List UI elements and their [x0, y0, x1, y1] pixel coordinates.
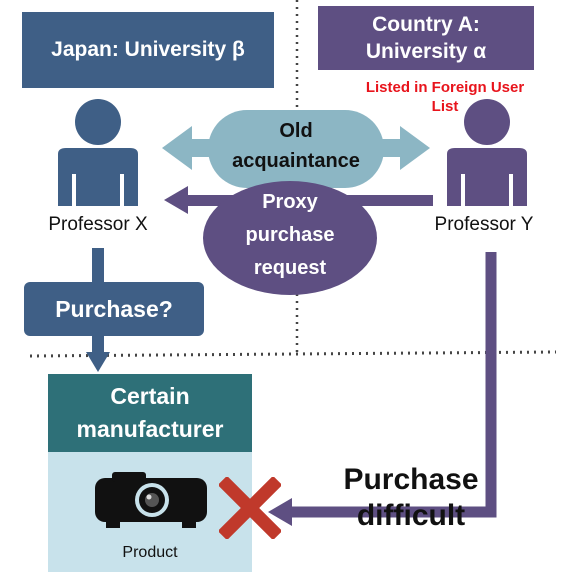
- professor-y-name: Professor Y: [434, 214, 534, 235]
- old-acquaintance-text: Old acquaintance: [208, 116, 384, 176]
- proxy-request-text: Proxy purchase request: [203, 186, 377, 285]
- foreign-user-list-note: Listed in Foreign User List: [330, 78, 560, 116]
- request-line2: purchase: [245, 224, 335, 246]
- request-line3: request: [253, 257, 327, 279]
- country-a-line2: University α: [365, 40, 487, 63]
- x-cross-icon: [219, 477, 281, 539]
- foreign-user-note-line2: List: [431, 98, 459, 115]
- professor-x-name: Professor X: [48, 214, 148, 235]
- purchase-question-box: Purchase?: [24, 282, 204, 336]
- blocked-line2: difficult: [356, 499, 466, 532]
- foreign-user-note-line1: Listed in Foreign User: [365, 79, 525, 96]
- request-line1: Proxy: [262, 191, 318, 213]
- country-a-university-label: Country A: University α: [318, 6, 534, 70]
- acquaintance-line1: Old: [279, 120, 313, 142]
- country-a-line1: Country A:: [372, 13, 480, 36]
- japan-university-label: Japan: University β: [22, 12, 274, 88]
- japan-university-text: Japan: University β: [51, 38, 245, 61]
- manufacturer-line2: manufacturer: [76, 416, 224, 442]
- proxy-request-bubble: [203, 181, 377, 295]
- person-icon-professor-x: [58, 99, 138, 206]
- blocked-purchase-path: [268, 252, 497, 526]
- old-acquaintance-pill: [208, 110, 384, 188]
- purchase-difficult-text: Purchase difficult: [320, 462, 502, 534]
- purchase-down-arrow: [86, 335, 110, 372]
- manufacturer-line1: Certain: [110, 383, 190, 409]
- person-icon-professor-y: [447, 99, 527, 206]
- product-label: Product: [122, 544, 178, 561]
- manufacturer-title: Certain manufacturer: [48, 374, 252, 452]
- x-to-purchase-connector: [92, 248, 104, 284]
- projector-icon: [95, 472, 207, 528]
- acquaintance-line2: acquaintance: [232, 150, 360, 172]
- purchase-question-text: Purchase?: [55, 295, 173, 322]
- blocked-line1: Purchase: [343, 463, 479, 496]
